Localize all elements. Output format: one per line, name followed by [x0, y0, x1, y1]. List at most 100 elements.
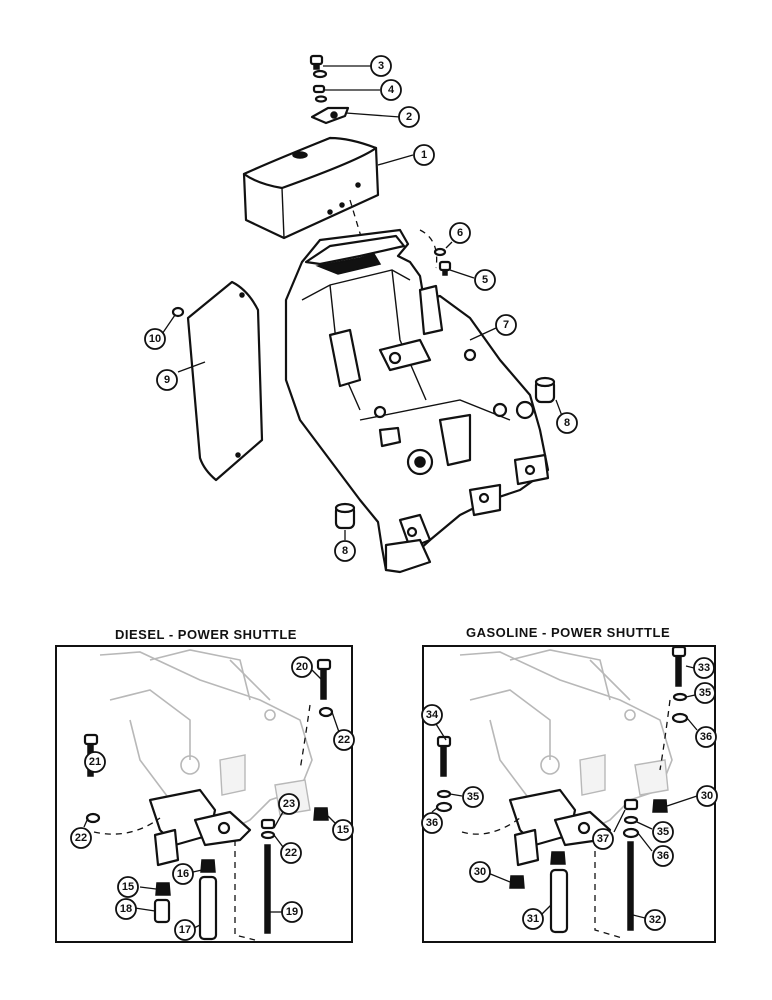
- nut-23: [260, 818, 276, 830]
- svg-text:3: 3: [378, 60, 384, 72]
- svg-text:33: 33: [698, 662, 710, 674]
- callout-diesel-11: 19: [281, 901, 303, 923]
- stud-32: [627, 841, 634, 931]
- callout-diesel-3: 22: [70, 827, 92, 849]
- svg-text:30: 30: [701, 790, 713, 802]
- washer-22-c: [260, 830, 276, 840]
- washer-22-a: [318, 706, 334, 718]
- callout-gas-2: 34: [421, 704, 443, 726]
- gasoline-inset-drawing: [435, 645, 689, 939]
- callout-main-1: 4: [380, 79, 402, 101]
- grommet-15-b: [155, 882, 171, 896]
- svg-text:22: 22: [338, 734, 350, 746]
- lockwasher-35-b: [436, 789, 452, 799]
- callout-main-8: 9: [156, 369, 178, 391]
- cap-screw-4: [312, 84, 328, 103]
- callout-main-2: 2: [398, 106, 420, 128]
- washer-36-b: [435, 801, 453, 813]
- stud-19: [264, 844, 271, 934]
- callout-gas-0: 33: [693, 657, 715, 679]
- callout-main-5: 5: [474, 269, 496, 291]
- washer-6: [433, 247, 447, 257]
- svg-text:30: 30: [474, 866, 486, 878]
- grommet-16: [200, 859, 216, 873]
- svg-text:10: 10: [149, 333, 161, 345]
- svg-text:16: 16: [177, 868, 189, 880]
- callout-main-3: 1: [413, 144, 435, 166]
- callout-diesel-8: 15: [117, 876, 139, 898]
- svg-text:36: 36: [657, 850, 669, 862]
- callouts-main: 3 4 2 1 6 5 7 10 9 8 8: [144, 55, 578, 562]
- frame-dash-line: [419, 229, 438, 269]
- callout-main-10: 8: [334, 540, 356, 562]
- callout-main-9: 8: [556, 412, 578, 434]
- svg-text:15: 15: [337, 824, 349, 836]
- support-frame-7: [284, 228, 550, 574]
- grommet-30-a: [652, 799, 668, 813]
- svg-text:8: 8: [342, 545, 348, 557]
- callout-main-0: 3: [370, 55, 392, 77]
- lockwasher-35-a: [672, 692, 688, 702]
- svg-text:35: 35: [467, 791, 479, 803]
- callout-main-6: 7: [495, 314, 517, 336]
- svg-text:6: 6: [457, 227, 463, 239]
- lockwasher-35-c: [623, 815, 639, 825]
- side-panel-9: [186, 280, 264, 482]
- cap-screw-3: [309, 54, 324, 70]
- cover-plate-2: [310, 106, 350, 125]
- grommet-30-b: [509, 875, 525, 889]
- svg-text:21: 21: [89, 756, 101, 768]
- grommet-small: [550, 851, 566, 865]
- callout-gas-10: 30: [469, 861, 491, 883]
- svg-text:2: 2: [406, 111, 412, 123]
- diesel-inset-title: DIESEL - POWER SHUTTLE: [115, 627, 297, 642]
- svg-text:5: 5: [482, 274, 488, 286]
- svg-text:22: 22: [75, 832, 87, 844]
- svg-text:15: 15: [122, 881, 134, 893]
- bolt-34: [436, 735, 452, 777]
- spacer-18: [153, 898, 171, 924]
- bolt-5: [438, 260, 452, 276]
- callouts-diesel: 20 22 21 22 23 15 22 16 15 18 17 19: [70, 656, 355, 941]
- svg-text:8: 8: [564, 417, 570, 429]
- callout-diesel-1: 22: [333, 729, 355, 751]
- callout-gas-1: 35: [694, 682, 716, 704]
- bolt-33: [671, 645, 687, 687]
- svg-text:1: 1: [421, 149, 427, 161]
- svg-text:20: 20: [296, 661, 308, 673]
- svg-text:32: 32: [649, 914, 661, 926]
- svg-text:31: 31: [527, 913, 539, 925]
- svg-text:9: 9: [164, 374, 170, 386]
- cover-dash-line: [349, 199, 363, 241]
- svg-text:23: 23: [283, 798, 295, 810]
- svg-text:19: 19: [286, 906, 298, 918]
- callout-diesel-4: 23: [278, 793, 300, 815]
- callout-diesel-7: 16: [172, 863, 194, 885]
- washer-36-a: [671, 712, 689, 724]
- diesel-inset-drawing: [83, 649, 334, 941]
- callout-diesel-0: 20: [291, 656, 313, 678]
- bolt-20: [316, 658, 332, 700]
- washer-36-c: [622, 827, 640, 839]
- nut-37: [623, 798, 639, 811]
- svg-text:22: 22: [285, 847, 297, 859]
- callout-gas-3: 36: [695, 726, 717, 748]
- bushing-8-left: [334, 502, 356, 530]
- svg-text:34: 34: [426, 709, 439, 721]
- callout-gas-7: 37: [592, 828, 614, 850]
- screw-10: [171, 306, 185, 318]
- bushing-8-right: [534, 376, 556, 404]
- callout-gas-9: 36: [652, 845, 674, 867]
- callout-diesel-10: 17: [174, 919, 196, 941]
- callout-gas-8: 35: [652, 821, 674, 843]
- callout-gas-11: 31: [522, 908, 544, 930]
- callout-gas-4: 35: [462, 786, 484, 808]
- svg-text:37: 37: [597, 833, 609, 845]
- housing-cover-1: [242, 136, 380, 240]
- callout-diesel-5: 15: [332, 819, 354, 841]
- tube-17: [198, 875, 218, 941]
- callout-main-7: 10: [144, 328, 166, 350]
- svg-text:35: 35: [699, 687, 711, 699]
- callouts-gasoline: 33 35 34 36 35 36 30 37 35 36 30 31 32: [421, 657, 718, 931]
